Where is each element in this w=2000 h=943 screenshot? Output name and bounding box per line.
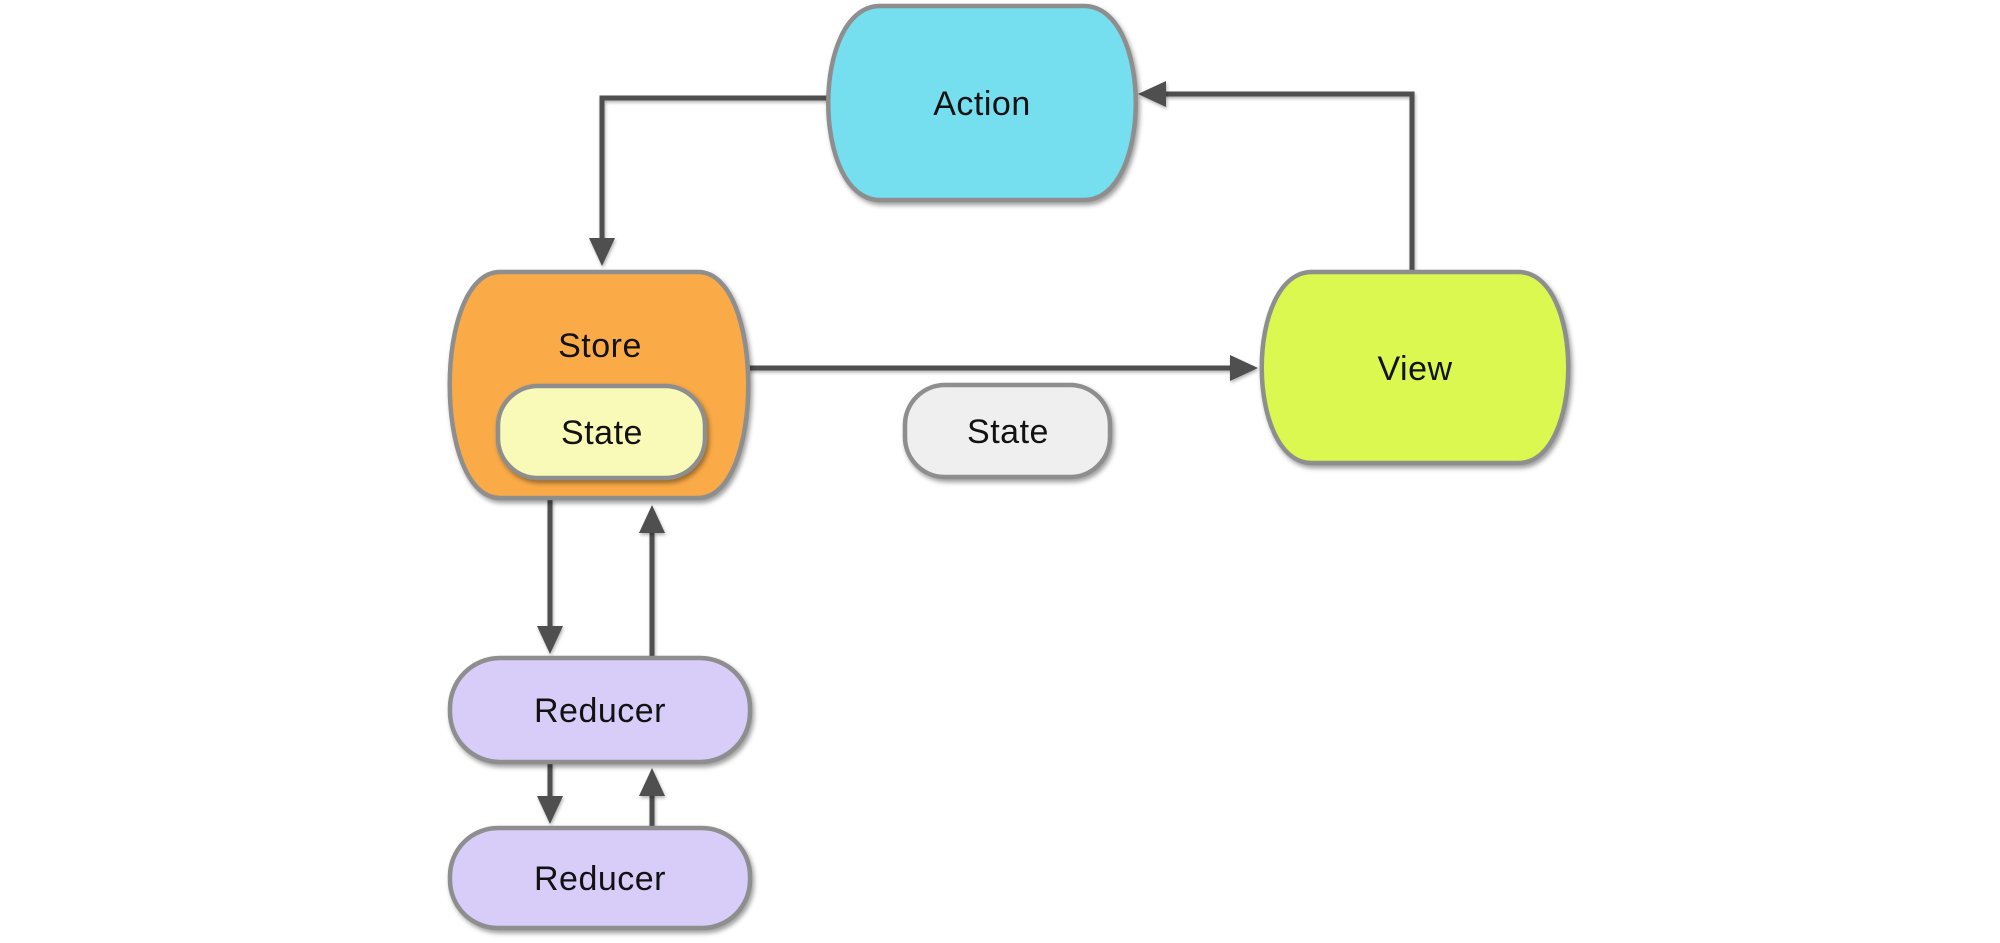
arrow-action-to-store: [589, 95, 832, 266]
view-node: View: [1259, 269, 1571, 466]
view-label: View: [1377, 350, 1452, 388]
reducer-2-node: Reducer: [447, 825, 753, 931]
view-shape: [1259, 269, 1571, 466]
arrowhead-right-icon: [1230, 355, 1258, 381]
state-node: State: [902, 382, 1113, 480]
store-state-node: State: [495, 383, 708, 481]
arrowhead-down-icon: [537, 626, 563, 654]
reducer-1-node: Reducer: [447, 655, 753, 765]
arrow-view-to-action-line: [1164, 91, 1415, 271]
arrowhead-up-icon: [639, 505, 665, 533]
arrowhead-left-icon: [1138, 81, 1166, 107]
arrowhead-up-icon: [639, 768, 665, 796]
reducer-2-shape: [447, 825, 753, 931]
store-label: Store: [558, 327, 642, 365]
arrow-view-to-action: [1138, 81, 1415, 271]
arrow-store-to-reducer-1: [537, 499, 563, 654]
arrow-reducer-1-to-store: [639, 505, 665, 659]
arrow-action-to-store-line: [599, 95, 832, 240]
state-label: State: [967, 413, 1049, 451]
store-state-label: State: [561, 414, 643, 452]
arrow-store-to-view: [744, 355, 1258, 381]
action-node: Action: [826, 3, 1138, 203]
action-label: Action: [933, 85, 1031, 123]
reducer-1-label: Reducer: [534, 692, 666, 730]
reducer-1-shape: [447, 655, 753, 765]
arrowhead-down-icon: [589, 238, 615, 266]
arrow-reducer-1-to-reducer-2: [537, 763, 563, 824]
reducer-2-label: Reducer: [534, 860, 666, 898]
state-shape: [902, 382, 1113, 480]
arrowhead-down-icon: [537, 796, 563, 824]
action-shape: [826, 3, 1138, 203]
store-state-shape: [495, 383, 708, 481]
arrow-reducer-2-to-reducer-1: [639, 768, 665, 827]
